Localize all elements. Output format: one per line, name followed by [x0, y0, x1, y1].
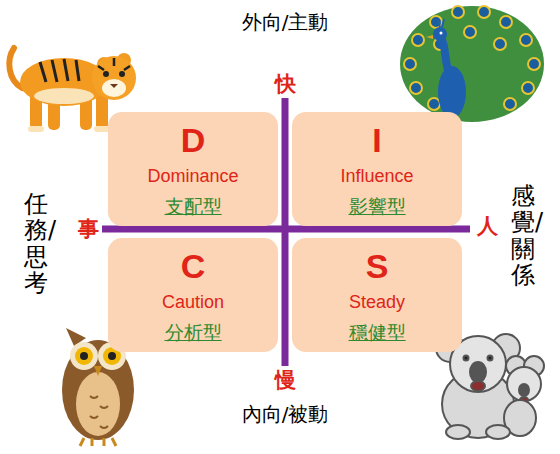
pace-label: 快: [275, 70, 296, 98]
type-letter: S: [366, 246, 389, 286]
quadrant-box: I Influence 影響型: [292, 112, 462, 226]
type-letter: C: [181, 246, 206, 286]
type-letter: I: [372, 120, 381, 160]
type-name-zh: 支配型: [165, 194, 222, 218]
quadrant-box: S Steady 穩健型: [292, 238, 462, 352]
axis-end-label: 內向/被動: [242, 401, 329, 428]
quadrant-box: D Dominance 支配型: [108, 112, 278, 226]
type-name-zh: 影響型: [349, 194, 406, 218]
type-name-en: Steady: [349, 290, 405, 314]
axis-end-label: 外向/主動: [242, 9, 329, 36]
pace-label: 慢: [275, 366, 296, 394]
type-name-en: Dominance: [147, 164, 238, 188]
quadrant-box: C Caution 分析型: [108, 238, 278, 352]
type-letter: D: [181, 120, 206, 160]
type-name-en: Influence: [340, 164, 413, 188]
axis-side-label: 感覺/關係: [511, 183, 535, 289]
type-name-zh: 穩健型: [349, 320, 406, 344]
axis-side-label: 任務/思考: [24, 191, 48, 297]
focus-label: 人: [477, 212, 498, 240]
type-name-en: Caution: [162, 290, 224, 314]
focus-label: 事: [78, 215, 99, 243]
type-name-zh: 分析型: [165, 320, 222, 344]
horizontal-axis: [102, 226, 470, 233]
